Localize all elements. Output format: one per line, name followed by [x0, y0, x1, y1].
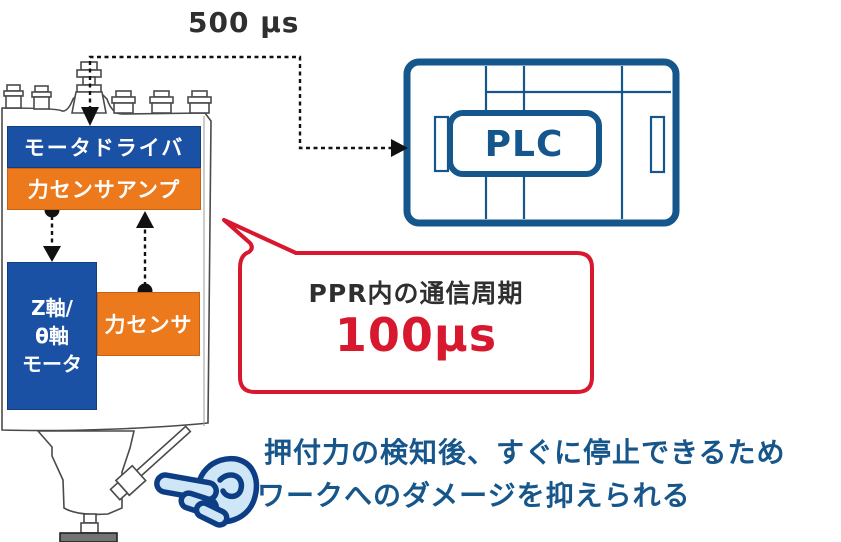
bubble-value: 100μs	[334, 308, 498, 362]
note-text: 押付力の検知後、すぐに停止できるため ワークへのダメージを抑えられる	[257, 431, 841, 517]
z-motor-line: Z軸/	[31, 296, 73, 320]
path-machine-to-plc	[88, 55, 392, 150]
timing-label-500us: 500 μs	[188, 6, 300, 39]
force-sensor-box: 力センサ	[97, 292, 200, 356]
plc-right-slot	[649, 115, 666, 174]
bubble-title: PPR内の通信周期	[308, 279, 524, 308]
note-line-2: ワークへのダメージを抑えられる	[257, 479, 691, 512]
arrow-into-z-motor	[43, 246, 61, 262]
arrow-into-machine	[81, 107, 99, 126]
note-line-1: 押付力の検知後、すぐに停止できるため	[264, 436, 786, 469]
connector-icons	[3, 61, 212, 114]
arrow-into-plc	[391, 139, 408, 157]
plc-unit: PLC	[403, 58, 680, 227]
force-sensor-amp-box: 力センサアンプ	[7, 168, 201, 210]
plc-label: PLC	[485, 124, 564, 165]
machine-nozzle	[36, 430, 136, 516]
plc-left-slot	[433, 115, 450, 173]
pointing-hand-icon	[154, 455, 260, 528]
z-theta-motor-box: Z軸/ θ軸 モータ	[7, 262, 97, 410]
arrow-into-force-amp	[136, 211, 154, 228]
z-motor-line: モータ	[22, 352, 82, 376]
machine-cable	[109, 425, 192, 501]
plc-badge	[447, 110, 602, 177]
workpiece-pad	[59, 532, 118, 542]
motor-driver-box: モータドライバ	[7, 126, 201, 168]
speech-bubble	[222, 218, 594, 394]
communication-paths	[50, 55, 392, 286]
z-motor-line: θ軸	[35, 324, 69, 348]
